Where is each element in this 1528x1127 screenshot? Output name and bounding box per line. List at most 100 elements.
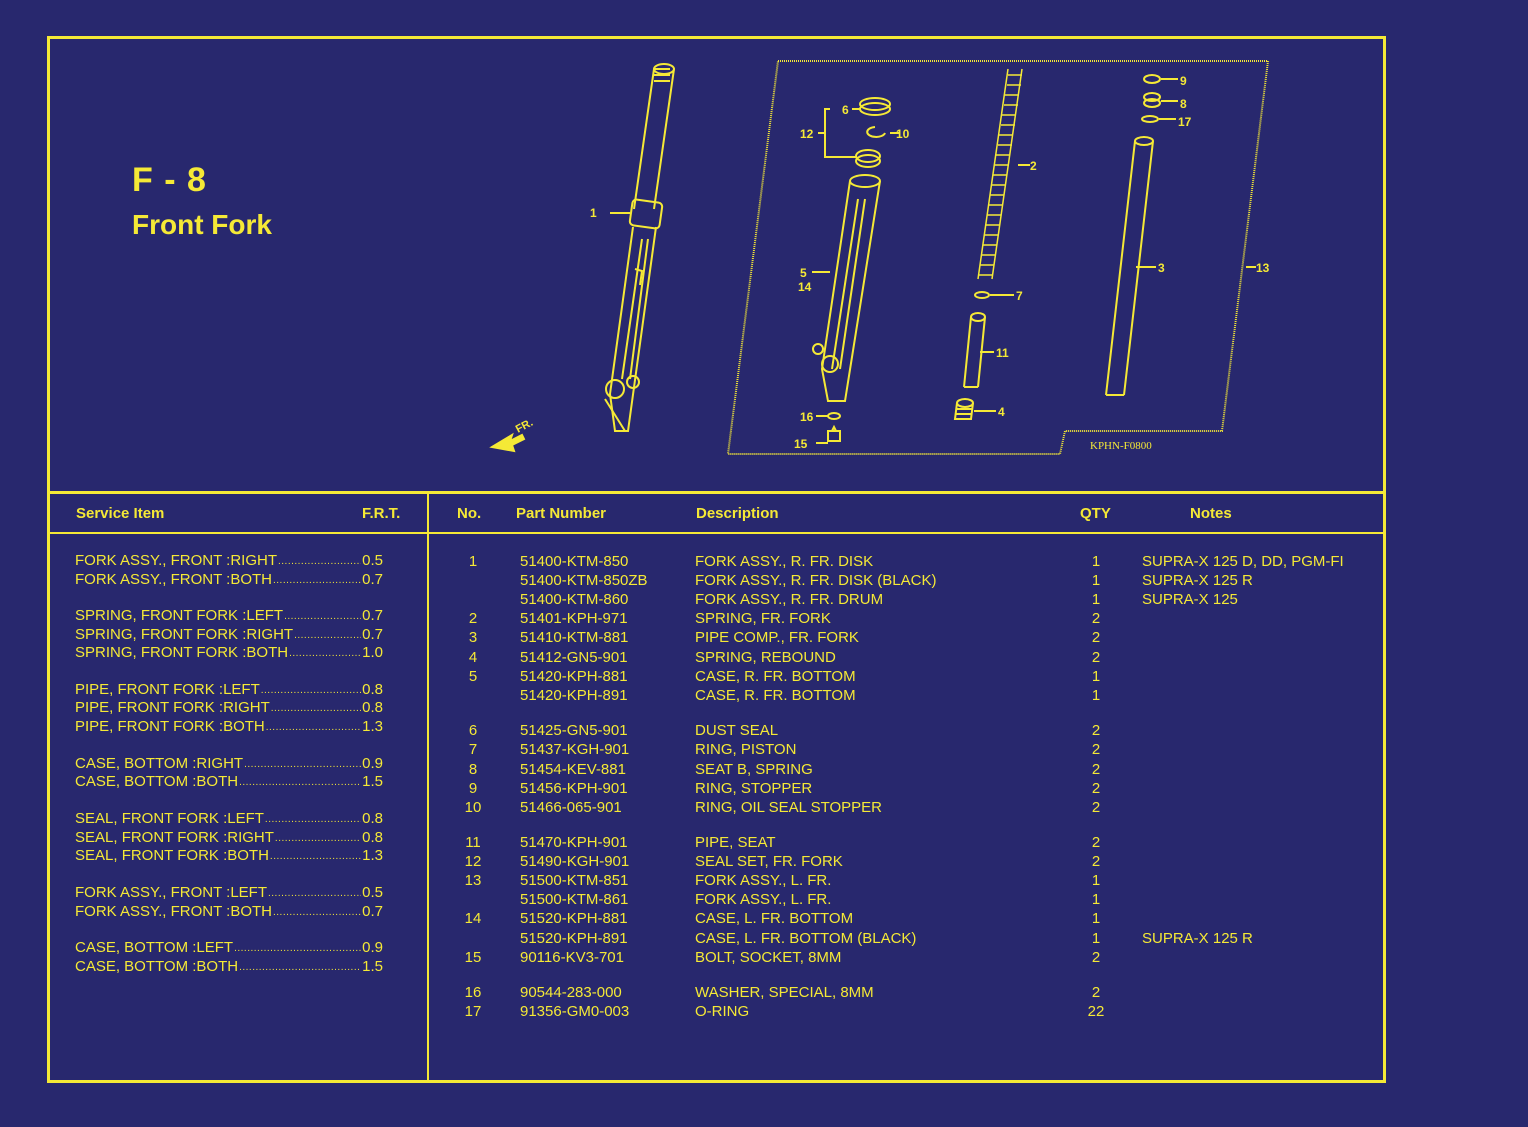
part-number: 51437-KGH-901 <box>520 741 630 758</box>
front-fork-exploded-diagram: FR. <box>489 60 1270 455</box>
part-no: 5 <box>468 668 478 685</box>
part-number: 51420-KPH-881 <box>520 668 628 685</box>
service-row: SPRING, FRONT FORK :RIGHT...............… <box>75 626 383 643</box>
part-qty: 1 <box>1091 687 1101 704</box>
part-number: 90116-KV3-701 <box>520 949 624 966</box>
part-number: 51425-GN5-901 <box>520 722 628 739</box>
part-no: 17 <box>464 1003 482 1020</box>
part-qty: 2 <box>1091 984 1101 1001</box>
service-row: FORK ASSY., FRONT :BOTH.................… <box>75 571 383 588</box>
part-no: 3 <box>468 629 478 646</box>
part-no: 16 <box>464 984 482 1001</box>
part-no: 4 <box>468 649 478 666</box>
part-notes: SUPRA-X 125 R <box>1142 572 1253 589</box>
part-description: CASE, R. FR. BOTTOM <box>695 668 856 685</box>
part-no: 14 <box>464 910 482 927</box>
part-notes: SUPRA-X 125 D, DD, PGM-FI <box>1142 553 1344 570</box>
service-row: SPRING, FRONT FORK :BOTH................… <box>75 644 383 661</box>
col-no: No. <box>457 505 482 522</box>
part-description: CASE, R. FR. BOTTOM <box>695 687 856 704</box>
part-number: 51456-KPH-901 <box>520 780 628 797</box>
service-row: CASE, BOTTOM :RIGHT.....................… <box>75 755 383 772</box>
part-no <box>458 686 488 705</box>
part-no: 6 <box>468 722 478 739</box>
part-number: 51470-KPH-901 <box>520 834 628 851</box>
part-description: RING, OIL SEAL STOPPER <box>695 799 883 816</box>
part-number: 51500-KTM-861 <box>520 891 629 908</box>
callout-6: 6 <box>842 103 849 117</box>
part-qty: 1 <box>1091 910 1101 927</box>
callout-13: 13 <box>1256 261 1270 275</box>
part-notes: SUPRA-X 125 <box>1142 591 1238 608</box>
pipe-parts <box>1105 74 1256 396</box>
part-description: SEAT B, SPRING <box>695 761 813 778</box>
part-qty: 2 <box>1091 610 1101 627</box>
callout-5: 5 <box>800 266 807 280</box>
part-description: FORK ASSY., R. FR. DISK <box>695 553 874 570</box>
part-no <box>458 571 488 590</box>
seal-parts <box>818 97 900 168</box>
part-number: 51400-KTM-860 <box>520 591 629 608</box>
part-number: 51400-KTM-850ZB <box>520 572 648 589</box>
part-description: FORK ASSY., L. FR. <box>695 872 832 889</box>
part-qty: 1 <box>1091 553 1101 570</box>
col-service-item: Service Item <box>76 505 165 522</box>
section-divider <box>50 491 1383 494</box>
col-notes: Notes <box>1190 505 1232 522</box>
part-description: O-RING <box>695 1003 750 1020</box>
callout-11: 11 <box>996 346 1009 360</box>
part-no: 9 <box>468 780 478 797</box>
part-number: 51520-KPH-881 <box>520 910 628 927</box>
part-number: 51466-065-901 <box>520 799 622 816</box>
service-row: PIPE, FRONT FORK :RIGHT.................… <box>75 699 383 716</box>
service-row: CASE, BOTTOM :BOTH......................… <box>75 773 383 790</box>
service-row: FORK ASSY., FRONT :LEFT.................… <box>75 884 383 901</box>
part-description: FORK ASSY., L. FR. <box>695 891 832 908</box>
washer-bolt <box>816 412 841 444</box>
callout-9: 9 <box>1180 74 1187 88</box>
page-code: F - 8 <box>132 161 207 199</box>
part-qty: 1 <box>1091 572 1101 589</box>
col-qty: QTY <box>1080 505 1111 522</box>
part-no: 2 <box>468 610 478 627</box>
col-frt: F.R.T. <box>362 505 401 522</box>
service-row: SEAL, FRONT FORK :LEFT..................… <box>75 810 383 827</box>
part-no: 7 <box>468 741 478 758</box>
service-row: FORK ASSY., FRONT :BOTH.................… <box>75 903 383 920</box>
callout-16: 16 <box>800 410 814 424</box>
part-qty: 2 <box>1091 761 1101 778</box>
part-description: WASHER, SPECIAL, 8MM <box>695 984 874 1001</box>
part-number: 51420-KPH-891 <box>520 687 628 704</box>
column-divider <box>427 491 429 1080</box>
part-description: SEAL SET, FR. FORK <box>695 853 843 870</box>
part-no <box>458 590 488 609</box>
part-description: RING, PISTON <box>695 741 797 758</box>
part-description: PIPE, SEAT <box>695 834 776 851</box>
part-number: 91356-GM0-003 <box>520 1003 630 1020</box>
service-row: SEAL, FRONT FORK :BOTH..................… <box>75 847 383 864</box>
fork-spring <box>977 68 1030 280</box>
service-row: PIPE, FRONT FORK :LEFT..................… <box>75 681 383 698</box>
parts-sheet-frame: F - 8 Front Fork FR. <box>47 36 1386 1083</box>
callout-2: 2 <box>1030 159 1037 173</box>
service-row: FORK ASSY., FRONT :RIGHT................… <box>75 552 383 569</box>
fork-assembly <box>604 63 675 432</box>
part-qty: 2 <box>1091 722 1101 739</box>
part-description: CASE, L. FR. BOTTOM <box>695 910 854 927</box>
part-no: 13 <box>464 872 482 889</box>
col-description: Description <box>696 505 779 522</box>
part-no <box>458 890 488 909</box>
part-qty: 2 <box>1091 629 1101 646</box>
part-qty: 2 <box>1091 649 1101 666</box>
part-no: 15 <box>464 949 482 966</box>
part-qty: 2 <box>1091 780 1101 797</box>
part-description: CASE, L. FR. BOTTOM (BLACK) <box>695 930 917 947</box>
service-row: CASE, BOTTOM :BOTH......................… <box>75 958 383 975</box>
table-header-divider <box>50 532 1383 534</box>
part-description: BOLT, SOCKET, 8MM <box>695 949 842 966</box>
part-description: SPRING, REBOUND <box>695 649 836 666</box>
part-number: 51490-KGH-901 <box>520 853 630 870</box>
part-number: 51520-KPH-891 <box>520 930 628 947</box>
front-direction-arrow-icon <box>489 432 526 453</box>
part-description: RING, STOPPER <box>695 780 813 797</box>
